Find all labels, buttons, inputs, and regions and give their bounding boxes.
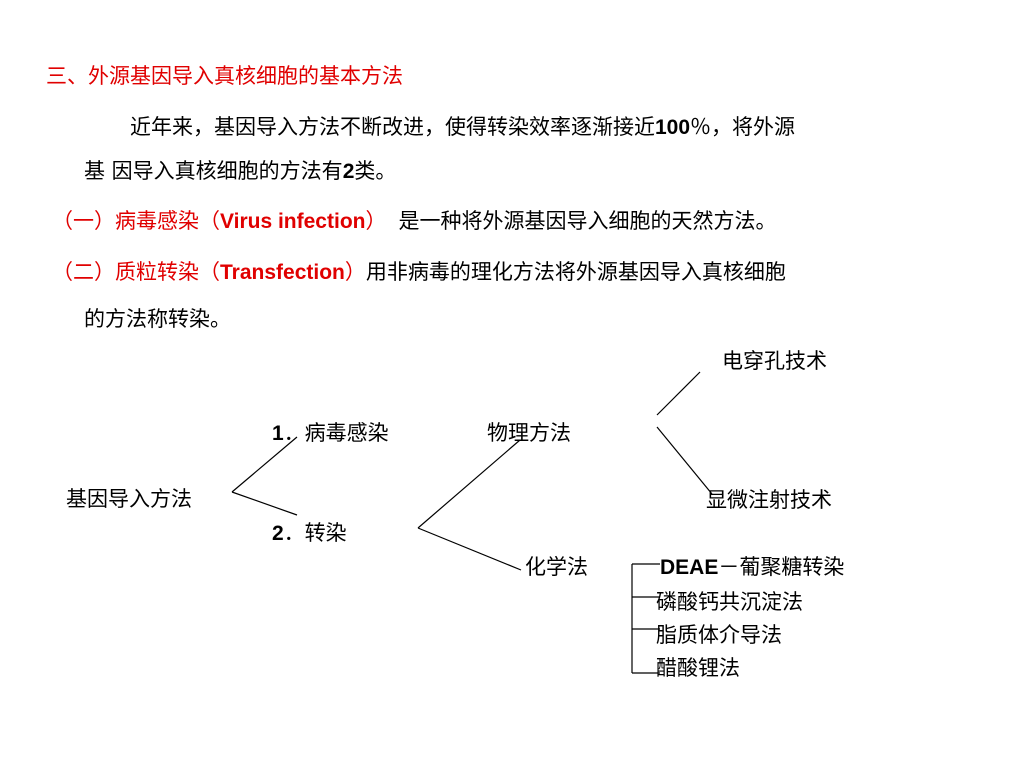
intro-percent-number: 100 (655, 116, 691, 139)
chemical-method-deae: DEAE－葡聚糖转染 (660, 551, 844, 581)
item1-description: 是一种将外源基因导入细胞的天然方法。 (398, 209, 777, 233)
root-to-branch1-line (231, 436, 298, 493)
chemical-method-liposome: 脂质体介导法 (656, 623, 782, 647)
item2-label: （二）质粒转染（Transfection） (52, 260, 366, 284)
intro-text-d: 类。 (354, 159, 397, 183)
item-transfection: （二）质粒转染（Transfection）用非病毒的理化方法将外源基因导入真核细… (52, 256, 786, 286)
item2-description-line-1: 用非病毒的理化方法将外源基因导入真核细胞 (365, 260, 786, 284)
item2-label-a: （二）质粒转染（ (52, 260, 220, 284)
transfection-to-physical-line (417, 439, 521, 529)
diagram-physical-label: 物理方法 (487, 421, 571, 445)
diagram-electroporation-label: 电穿孔技术 (722, 349, 827, 373)
intro-text-a: 近年来，基因导入方法不断改进，使得转染效率逐渐接近 (130, 115, 655, 139)
branch1-number: 1 (272, 422, 284, 445)
physical-to-microinjection-line (656, 426, 713, 495)
transfection-to-chemical-line (417, 527, 522, 571)
branch1-text: ．病毒感染 (283, 421, 389, 445)
intro-text-c: 基 因导入真核细胞的方法有 (84, 159, 343, 183)
item1-label: （一）病毒感染（Virus infection） (52, 209, 386, 233)
chemical-method-calcium-phosphate: 磷酸钙共沉淀法 (656, 590, 803, 614)
item2-label-b: ） (344, 260, 366, 284)
chemical-method-lithium-acetate: 醋酸锂法 (656, 656, 740, 680)
diagram-microinjection-label: 显微注射技术 (706, 488, 832, 512)
item2-label-latin: Transfection (220, 261, 345, 284)
diagram-branch1-label: 1．病毒感染 (272, 417, 389, 447)
section-title: 三、外源基因导入真核细胞的基本方法 (46, 64, 403, 88)
branch2-text: ．转染 (283, 521, 347, 545)
diagram-root-label: 基因导入方法 (66, 487, 192, 511)
chemical-method-deae-latin: DEAE (660, 556, 719, 579)
intro-text-b: ％，将外源 (690, 115, 796, 139)
root-to-branch2-line (231, 491, 298, 516)
diagram-branch2-label: 2．转染 (272, 517, 347, 547)
item1-label-latin: Virus infection (220, 210, 366, 233)
physical-to-electroporation-line (656, 371, 701, 416)
intro-line-1: 近年来，基因导入方法不断改进，使得转染效率逐渐接近100％，将外源 (130, 111, 795, 141)
branch2-number: 2 (272, 522, 284, 545)
item2-description-line-2: 的方法称转染。 (84, 307, 231, 331)
item1-label-a: （一）病毒感染（ (52, 209, 220, 233)
intro-line-2: 基 因导入真核细胞的方法有2类。 (84, 155, 396, 185)
item-virus-infection: （一）病毒感染（Virus infection） 是一种将外源基因导入细胞的天然方… (52, 205, 776, 235)
chemical-method-deae-text: －葡聚糖转染 (718, 555, 845, 579)
intro-count-number: 2 (342, 160, 355, 183)
diagram-chemical-label: 化学法 (525, 555, 588, 579)
item1-label-b: ） (365, 209, 387, 233)
